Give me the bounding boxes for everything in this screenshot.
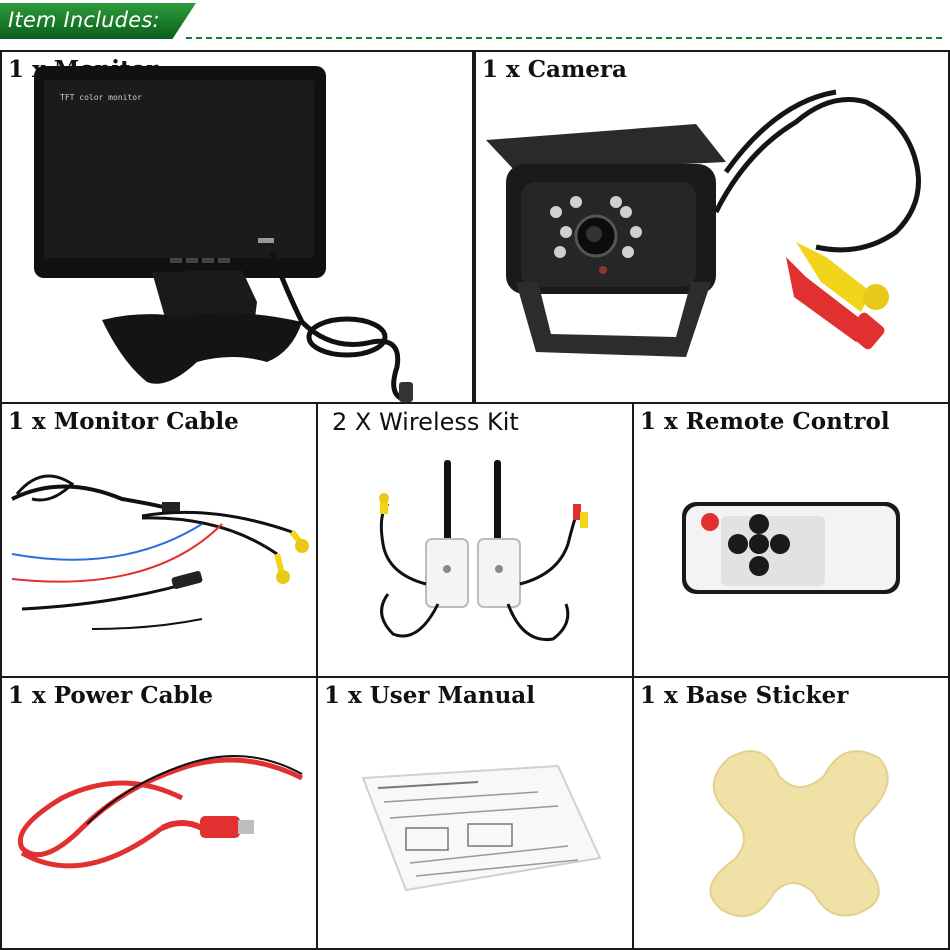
camera-image (486, 89, 921, 357)
header-title: Item Includes: (8, 8, 160, 32)
monitor-image: TFT color monitor (34, 66, 413, 402)
item-base-sticker: 1 x Base Sticker (632, 676, 950, 950)
section-header: Item Includes: (0, 0, 950, 44)
item-remote-control: 1 x Remote Control (632, 402, 950, 678)
item-label-user-manual: 1 x User Manual (324, 682, 535, 709)
item-label-camera: 1 x Camera (482, 56, 627, 83)
item-label-monitor: 1 x Monitor (8, 56, 159, 83)
item-monitor-cable: 1 x Monitor Cable (0, 402, 318, 678)
remote-control-image (682, 502, 900, 594)
monitor-cable-image (11, 474, 309, 630)
header-tab (0, 3, 196, 39)
base-sticker-image (709, 750, 889, 918)
item-user-manual: 1 x User Manual (316, 676, 634, 950)
item-power-cable: 1 x Power Cable (0, 676, 318, 950)
item-monitor: TFT color monitor 1 x Monitor (0, 50, 474, 404)
item-label-monitor-cable: 1 x Monitor Cable (8, 408, 239, 435)
user-manual-image (361, 764, 602, 892)
header-divider (186, 37, 942, 39)
item-wireless-kit: 2 X Wireless Kit (316, 402, 634, 678)
item-label-remote-control: 1 x Remote Control (640, 408, 890, 435)
item-label-wireless-kit: 2 X Wireless Kit (332, 408, 519, 436)
item-label-power-cable: 1 x Power Cable (8, 682, 213, 709)
item-camera: 1 x Camera (474, 50, 950, 404)
item-label-base-sticker: 1 x Base Sticker (640, 682, 849, 709)
wireless-kit-image (379, 460, 588, 642)
monitor-screen-text: TFT color monitor (60, 93, 142, 102)
power-cable-image (18, 755, 304, 869)
